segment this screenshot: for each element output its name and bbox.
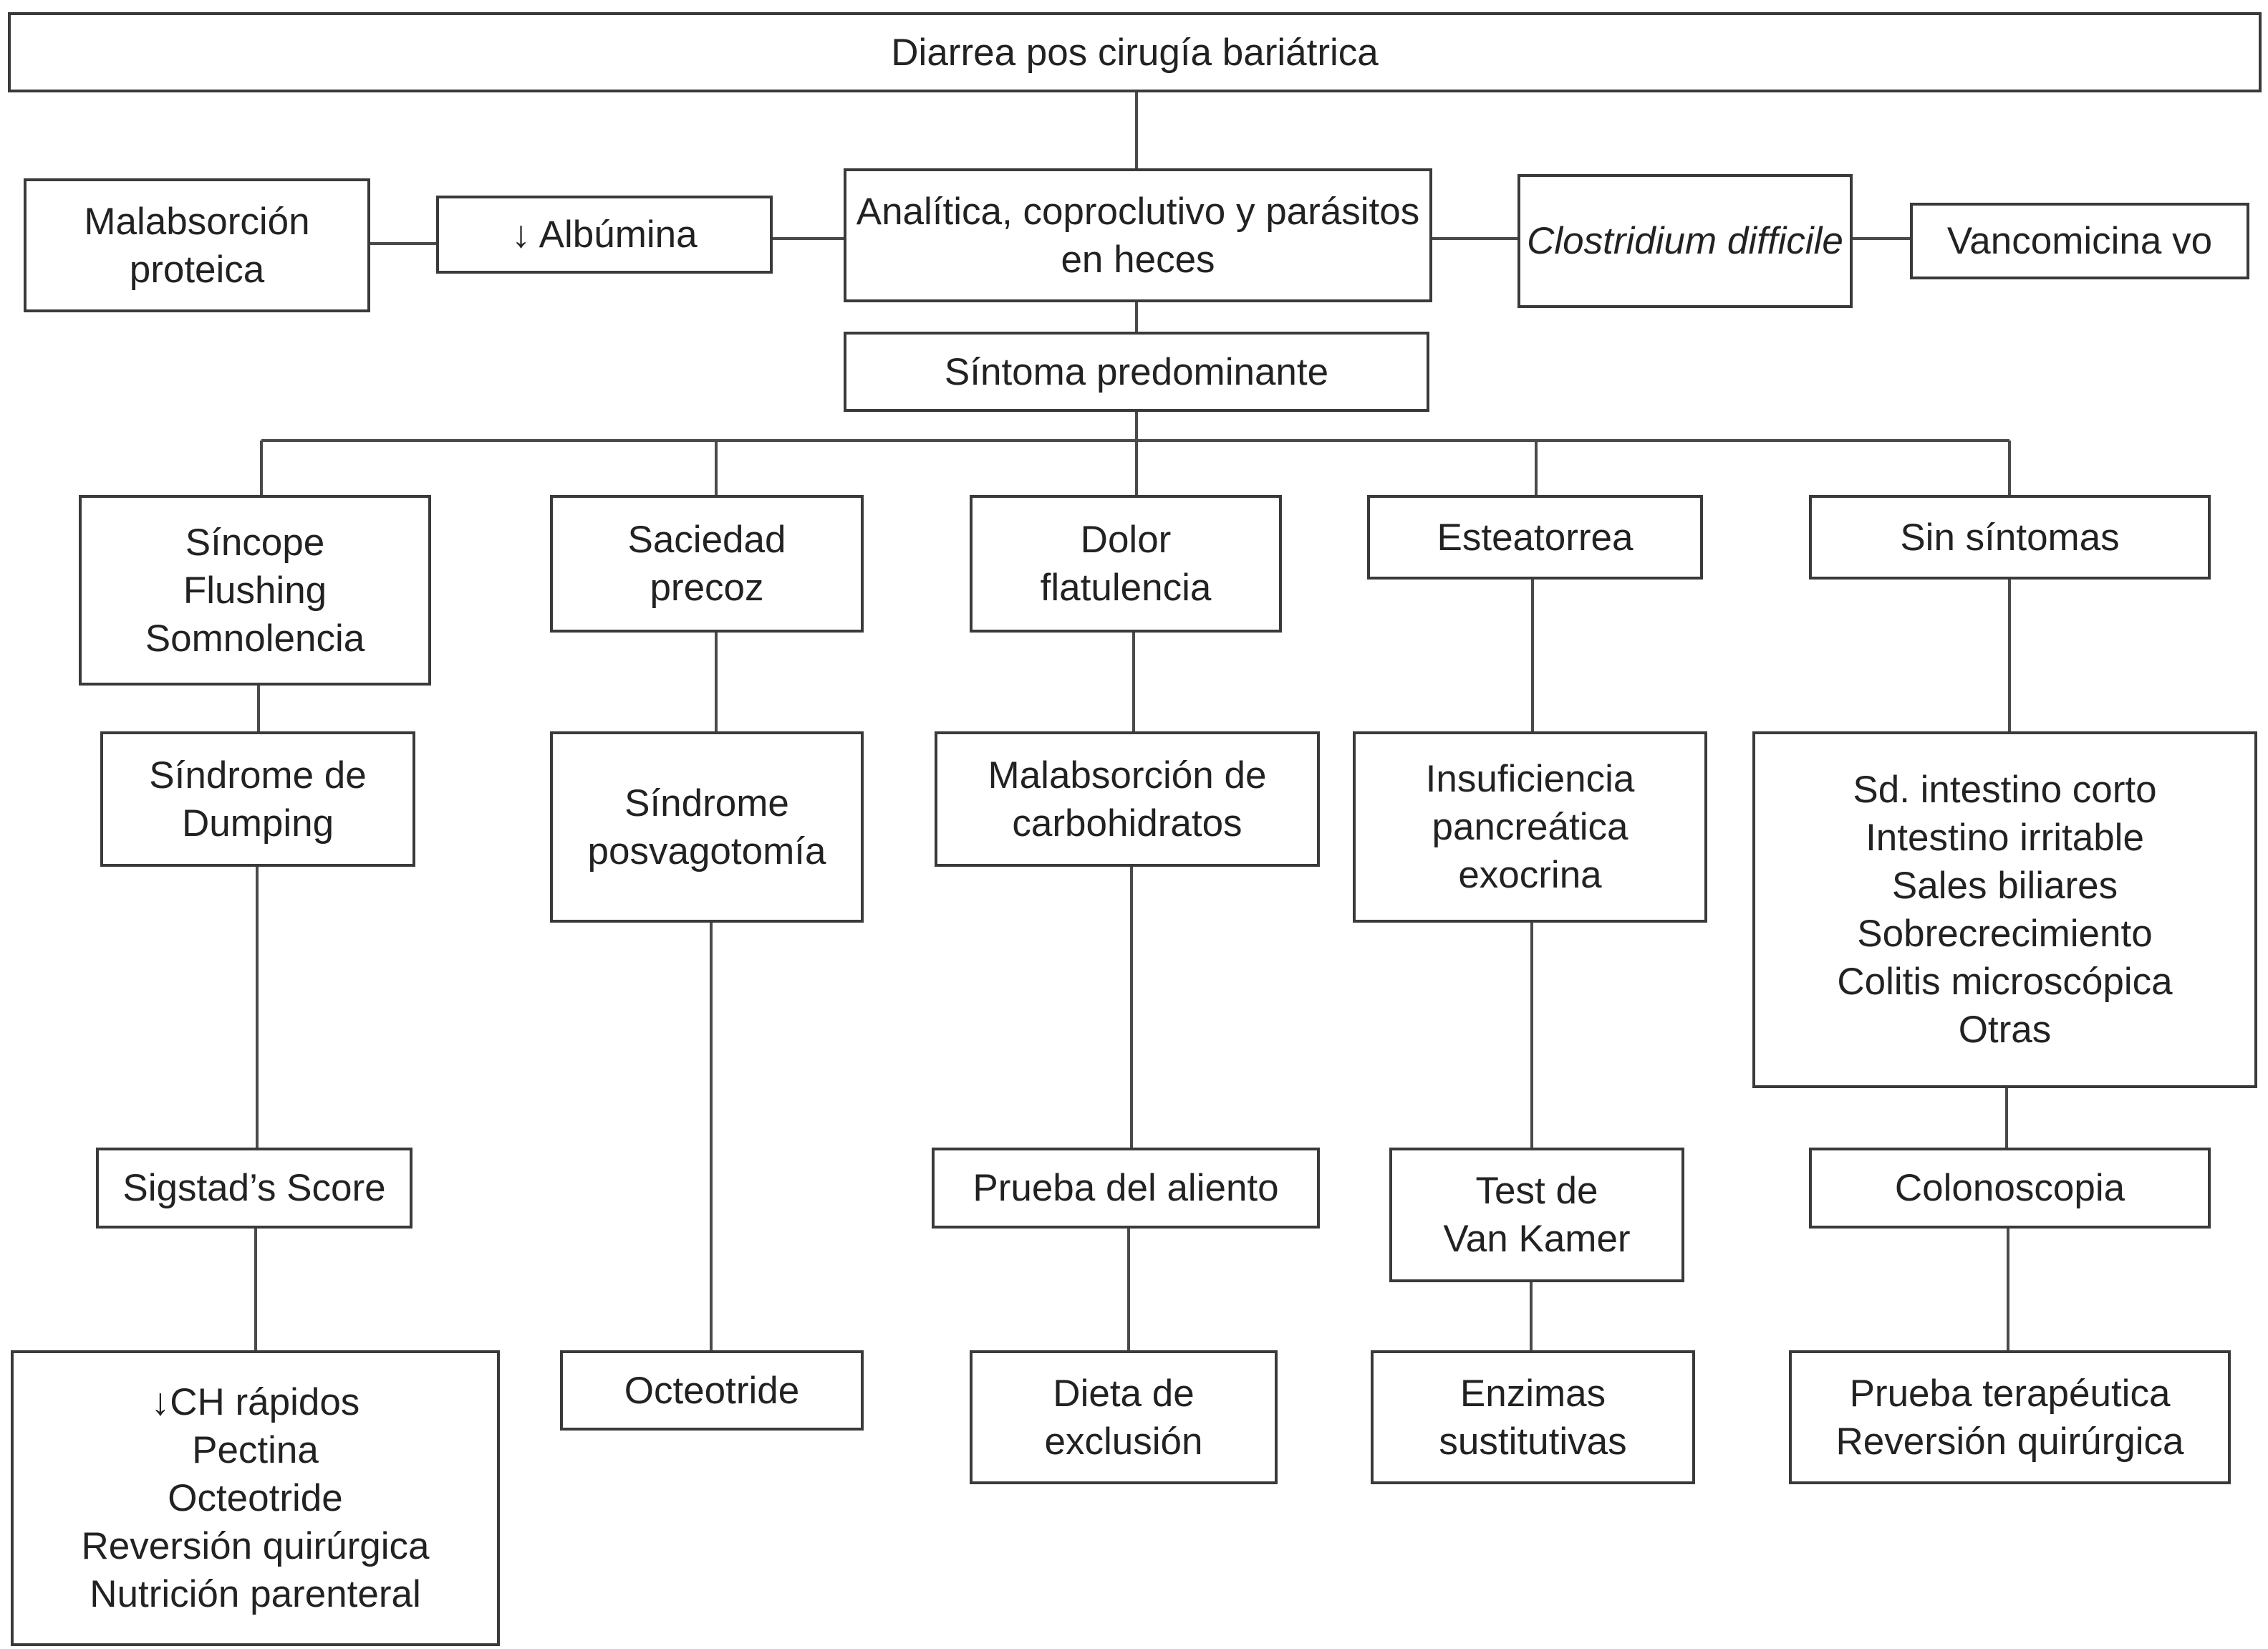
diagnosis-box-other: Sd. intestino corto Intestino irritable …: [1752, 731, 2257, 1088]
diagnosis-box-pancreatic: Insuficiencia pancreática exocrina: [1353, 731, 1707, 923]
treatment-box-octreotide: Octeotride: [560, 1350, 864, 1431]
symptom-box-none: Sin síntomas: [1809, 495, 2211, 580]
diagnosis-box-dumping: Síndrome de Dumping: [100, 731, 415, 867]
treatment-text: Dieta de exclusión: [1044, 1372, 1203, 1463]
treatment-text: ↓CH rápidos Pectina Octeotride Reversión…: [81, 1381, 430, 1615]
diagnosis-text: Síndrome de Dumping: [149, 754, 367, 845]
diagnosis-text: Síndrome posvagotomía: [587, 782, 826, 872]
clostridium-box: Clostridium difficile: [1517, 174, 1853, 308]
symptom-box-dumping: Síncope Flushing Somnolencia: [79, 495, 431, 686]
test-box-colonoscopy: Colonoscopia: [1809, 1148, 2211, 1229]
treatment-box-therapeutic: Prueba terapéutica Reversión quirúrgica: [1789, 1350, 2231, 1484]
symptom-text: Dolor flatulencia: [1040, 519, 1212, 609]
treatment-box-diet: Dieta de exclusión: [970, 1350, 1278, 1484]
symptom-box-satiety: Saciedad precoz: [550, 495, 864, 633]
protein-malabsorption-box: Malabsorción proteica: [24, 178, 370, 312]
diagnosis-text: Insuficiencia pancreática exocrina: [1425, 758, 1635, 896]
vancomycin-text: Vancomicina vo: [1946, 220, 2213, 262]
test-box-van-kamer: Test de Van Kamer: [1389, 1148, 1684, 1282]
vancomycin-box: Vancomicina vo: [1910, 203, 2249, 279]
albumin-box: ↓ Albúmina: [436, 196, 773, 274]
treatment-box-enzymes: Enzimas sustitutivas: [1371, 1350, 1695, 1484]
albumin-text: ↓ Albúmina: [511, 213, 698, 256]
treatment-text: Prueba terapéutica Reversión quirúrgica: [1835, 1372, 2184, 1463]
diagnosis-text: Sd. intestino corto Intestino irritable …: [1837, 769, 2173, 1051]
test-text: Sigstad’s Score: [122, 1167, 386, 1209]
diagnosis-box-postvagotomy: Síndrome posvagotomía: [550, 731, 864, 923]
clostridium-text: Clostridium difficile: [1527, 220, 1843, 262]
protein-malabsorption-text: Malabsorción proteica: [84, 200, 310, 291]
test-text: Colonoscopia: [1894, 1167, 2125, 1209]
symptom-box-steatorrhea: Esteatorrea: [1367, 495, 1703, 580]
diagnosis-text: Malabsorción de carbohidratos: [988, 754, 1267, 845]
treatment-box-dumping: ↓CH rápidos Pectina Octeotride Reversión…: [11, 1350, 500, 1646]
symptom-text: Saciedad precoz: [627, 519, 786, 609]
title-box: Diarrea pos cirugía bariátrica: [8, 12, 2262, 92]
test-text: Prueba del aliento: [973, 1167, 1279, 1209]
predominant-symptom-text: Síntoma predominante: [944, 350, 1329, 393]
workup-box: Analítica, coproclutivo y parásitos en h…: [844, 168, 1432, 302]
symptom-text: Sin síntomas: [1900, 516, 2120, 559]
symptom-text: Esteatorrea: [1437, 516, 1634, 559]
symptom-text: Síncope Flushing Somnolencia: [145, 521, 365, 660]
test-box-breath: Prueba del aliento: [932, 1148, 1320, 1229]
test-box-sigstad: Sigstad’s Score: [96, 1148, 412, 1229]
test-text: Test de Van Kamer: [1443, 1170, 1631, 1260]
workup-text: Analítica, coproclutivo y parásitos en h…: [856, 190, 1420, 281]
diagnosis-box-carbohydrate: Malabsorción de carbohidratos: [935, 731, 1320, 867]
treatment-text: Octeotride: [624, 1369, 800, 1412]
predominant-symptom-box: Síntoma predominante: [844, 332, 1429, 412]
title-text: Diarrea pos cirugía bariátrica: [891, 31, 1379, 74]
symptom-box-pain: Dolor flatulencia: [970, 495, 1282, 633]
treatment-text: Enzimas sustitutivas: [1439, 1372, 1627, 1463]
